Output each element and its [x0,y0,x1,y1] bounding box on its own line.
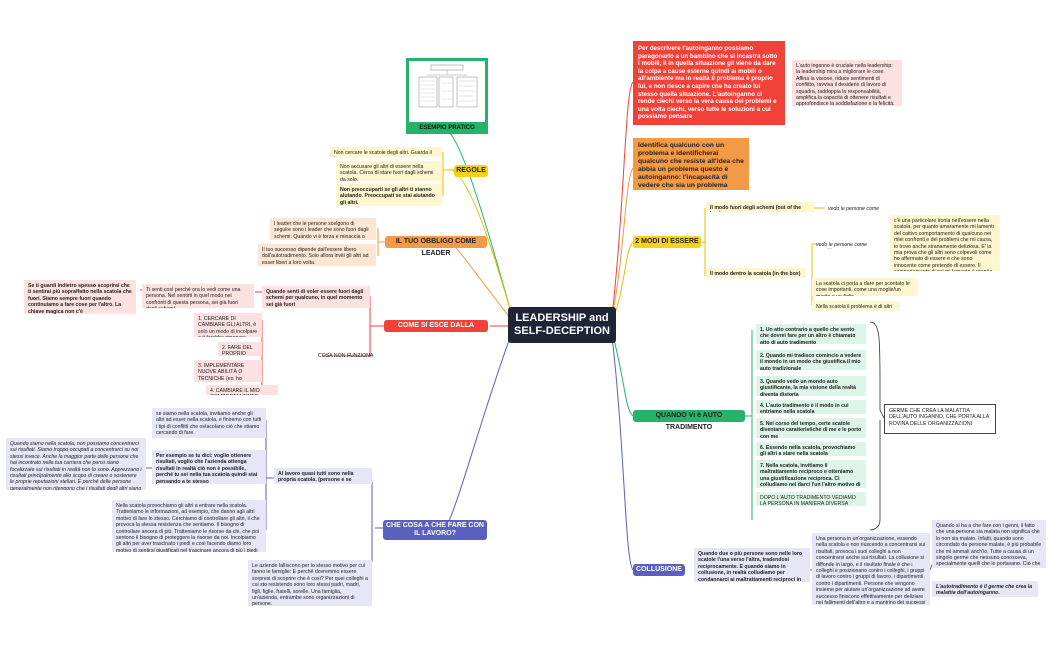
central-topic-label: LEADERSHIP and SELF-DECEPTION [514,312,610,337]
modi-altri: Nella scatola il problema è di altri [812,301,900,311]
tradimento-foot: DOPO L'AUTO TRADIMENTO VEDIAMO LA PERSON… [756,492,866,506]
step-2: 2. FARE DEL PROPRIO MEGLIO PER AFFRONTAR… [218,342,262,356]
collusione-a: Quando due o più persone sono nelle loro… [694,548,810,582]
esci-node[interactable]: COME SI ESCE DALLA SCATOLA? [384,320,488,341]
collusione-b: Una persona in un'organizzazione, essend… [812,533,930,605]
esci-quando-senti: Quando senti di voler essere fuori dagli… [262,286,370,308]
tradimento-2: 2. Quando mi tradisco comincio a vedere … [756,350,866,370]
step-3: 3. IMPLEMENTARE NUOVE ABILITÀ O TECNICHE… [194,360,262,382]
esci-ti-senti: Ti senti così perché ora lo vedi come un… [142,284,254,308]
autoinganno-orange-card[interactable]: Identifica qualcuno con un problema e id… [633,138,749,190]
regole-item-2: Non accusare gli altri di essere nella s… [336,161,442,181]
line-orange [611,167,634,319]
step-4: 4. CAMBIARE IL MIO COMPORTAMENTO [206,385,278,395]
flowchart-image [418,64,478,108]
central-topic[interactable]: LEADERSHIP and SELF-DECEPTION [508,307,616,343]
lavoro-b: Per esempio se tu dici: voglio ottenere … [152,450,266,484]
line-lavoro [444,331,513,531]
collusione-node[interactable]: COLLUSIONE [633,564,685,576]
tradimento-1: 1. Un atto contrario a quello che sento … [756,324,866,344]
tradimento-5: 5. Nel corso del tempo, certe scatole di… [756,418,866,438]
tradimento-6: 6. Essendo nella scatola, provochiamo gl… [756,442,866,456]
modi-danni: La scatola ci porta a dare per scontato … [812,278,918,296]
tradimento-4: 4. L'auto tradimento è il modo in cui en… [756,400,866,414]
obbligo-item-2: Il tuo successo dipende dall'essere libe… [258,244,376,266]
cosa-non-funziona: COSA NON FUNZIONA [318,353,374,359]
modi-oggetti: vedo le persone come oggetti [816,242,868,249]
line-esempio [446,129,513,317]
step-1: 1. CERCARE DI CAMBIARE GLI ALTRI, è solo… [194,313,262,337]
modi-oggetti-note: c'è una particolare ironia nell'essere n… [890,215,1000,271]
obbligo-item-1: I leader che le persone scelgono di segu… [270,218,376,240]
lavoro-al-lavoro: Al lavoro quasi tutti sono nella propria… [274,468,372,484]
tradimento-7: 7. Nella scatola, invitiamo il maltratta… [756,460,866,488]
regole-item-3: Non preoccuparti se gli altri ti stanno … [336,184,442,206]
line-collusione [611,335,634,571]
tradimento-germe: GERME CHE CREA LA MALATTIA DELL'AUTO ING… [884,404,996,434]
line-tradimento [611,331,634,417]
esempio-label[interactable]: ESEMPIO PRATICO [406,122,488,134]
obbligo-node[interactable]: IL TUO OBBLIGO COME LEADER [385,236,487,257]
line-red [611,81,634,317]
esempio-thumbnail[interactable] [406,58,488,134]
tradimento-node[interactable]: QUANDO Vi è AUTO TRADIMENTO [633,410,745,431]
modi-node[interactable]: 2 MODI DI ESSERE [633,236,701,248]
regole-node[interactable]: REGOLE [454,165,488,177]
modi-fuori-note: vedo le persone come persone [828,206,880,213]
collusione-c: Quando si ha a che fare con i genni, il … [932,520,1046,568]
regole-item-1: Non cercare le scatole degli altri. Guar… [330,147,442,157]
tradimento-3: 3. Quando vedo un mondo auto giustifican… [756,376,866,396]
lavoro-c: Nella scatola provochiamo gli altri a en… [112,500,266,552]
autoinganno-red-card[interactable]: Per descrivere l'autoinganno possiamo pa… [633,41,785,125]
lavoro-node[interactable]: CHE COSA A CHE FARE CON IL LAVORO? [383,520,487,540]
esci-sei-guardi: Se ti guardi indietro spesso scoprirai c… [24,280,136,314]
collusione-d: L'autotradimento è il germe che crea la … [932,581,1038,597]
lavoro-a: se siamo nella scatola, invitiamo anche … [152,408,266,438]
lavoro-d: Le aziende falliscono per lo stesso moti… [248,560,372,606]
modi-fuori: Il modo fuori degli schemi (out of the b… [706,202,814,212]
autoinganno-red-note: L'auto inganno è cruciale nella leadersh… [792,60,902,106]
modi-dentro: Il modo dentro la scatola (in the box) [706,268,806,278]
lavoro-left-note: Quando siamo nella scatola, non possiamo… [6,438,146,490]
